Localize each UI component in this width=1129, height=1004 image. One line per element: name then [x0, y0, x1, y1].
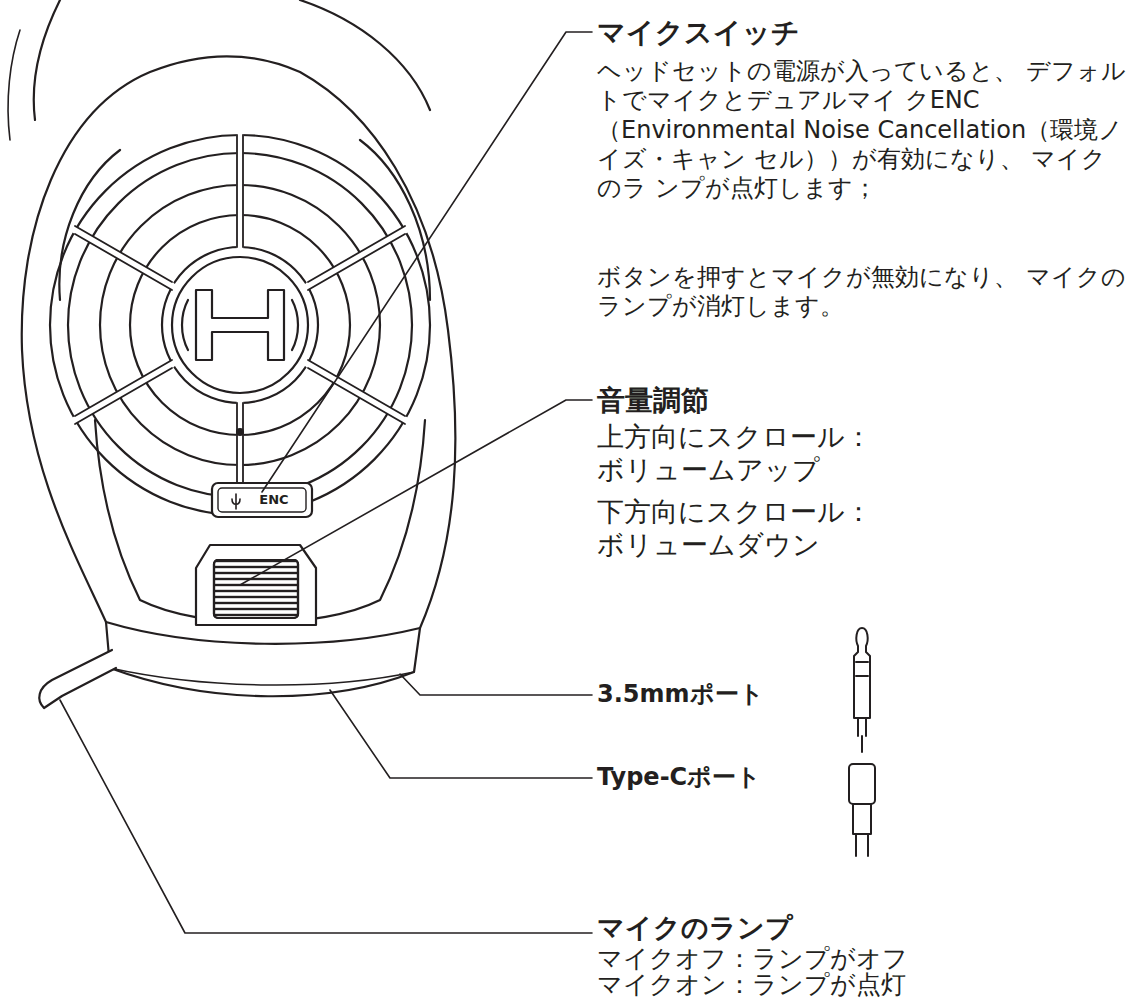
note: マイクオン：ランプが点灯 — [597, 970, 997, 1001]
part-name: マイクのランプ — [597, 912, 997, 945]
note: ヘッドセットの電源が入っていると、 デフォルトでマイクとデュアルマイ クENC（… — [597, 57, 1127, 203]
note: 下方向にスクロール： ボリュームダウン — [597, 496, 897, 562]
part-name: 音量調節 — [597, 384, 997, 418]
part-name: マイクスイッチ — [597, 16, 1097, 50]
button-label: ENC — [244, 492, 304, 508]
port-name: 3.5mmポート — [597, 680, 817, 709]
port-name: Type-Cポート — [597, 763, 817, 792]
note: ボタンを押すとマイクが無効になり、 マイクのランプが消灯します。 — [597, 263, 1127, 322]
note: 上方向にスクロール： ボリュームアップ — [597, 421, 897, 487]
